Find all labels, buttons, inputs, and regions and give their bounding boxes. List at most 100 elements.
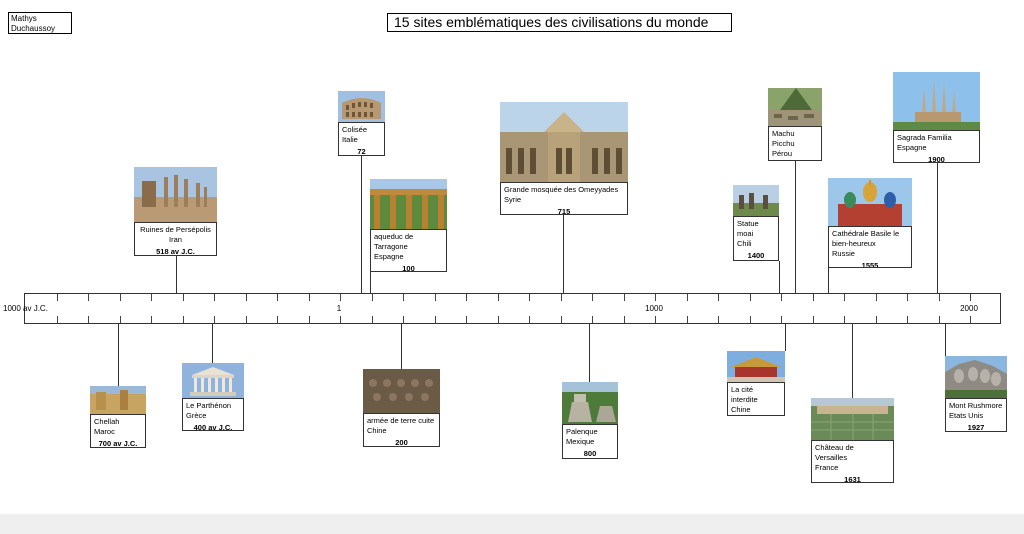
axis-label-2000: 2000 [960,304,978,313]
versailles-date: 1631 [844,475,861,483]
persepolis-label: Ruines de Persépolis Iran [140,225,211,244]
timeline-axis: 1000 av J.C. 1 1000 2000 [3,293,1001,324]
axis-tick [939,294,940,301]
terracotta-label: armée de terre cuite Chine [367,416,435,435]
card-sagrada: Sagrada Familia Espagne 1900 [893,130,980,163]
author-box: Mathys Duchaussoy [8,12,72,34]
axis-tick [655,316,656,323]
stem-omeyyades [563,215,564,293]
axis-tick [183,316,184,323]
sagrada-label: Sagrada Familia Espagne [897,133,952,152]
colisee-date: 72 [357,147,366,156]
axis-tick [466,316,467,323]
axis-tick [183,294,184,301]
chellah-date: 700 av J.C. [98,439,138,448]
stem-machupicchu [795,161,796,293]
axis-tick [214,316,215,323]
card-persepolis: Ruines de Persépolis Iran 518 av J.C. [134,222,217,256]
axis-tick [498,316,499,323]
window-bottom-bar [0,514,1024,534]
axis-tick [907,294,908,301]
axis-tick [151,316,152,323]
axis-tick [435,294,436,301]
axis-label-1000bc: 1000 av J.C. [3,304,48,313]
card-chellah: Chellah Maroc 700 av J.C. [90,414,146,448]
axis-tick [876,294,877,301]
axis-tick [624,294,625,301]
axis-tick [246,316,247,323]
axis-tick [57,294,58,301]
card-citeinterdite: La cité interdite Chine 1420 [727,382,785,416]
moai-date: 1400 [747,251,765,260]
stem-moai [779,261,780,293]
stem-palenque [589,324,590,382]
axis-tick [403,316,404,323]
card-parthenon: Le Parthénon Grèce 400 av J.C. [182,398,244,431]
rushmore-photo [945,356,1007,398]
persepolis-date: 518 av J.C. [156,247,195,256]
moai-label: Statue moai Chili [737,219,759,248]
axis-tick [592,316,593,323]
axis-tick [718,294,719,301]
axis-tick [340,316,341,323]
page-title: 15 sites emblématiques des civilisations… [387,13,732,32]
axis-tick [88,316,89,323]
card-omeyyades: Grande mosquée des Omeyyades Syrie 715 [500,182,628,215]
stem-basile [828,268,829,293]
card-tarragone: aqueduc de Tarragone Espagne 100 [370,229,447,272]
axis-tick [876,316,877,323]
axis-tick [309,294,310,301]
stem-terracotta [401,324,402,369]
stem-persepolis [176,256,177,293]
axis-tick [120,316,121,323]
card-palenque: Palenque Mexique 800 [562,424,618,459]
card-terracotta: armée de terre cuite Chine 200 [363,413,440,447]
card-moai: Statue moai Chili 1400 [733,216,779,261]
sagrada-photo [893,72,980,130]
basile-photo [828,178,912,226]
axis-tick [781,294,782,301]
chellah-label: Chellah Maroc [94,417,120,436]
axis-tick [309,316,310,323]
axis-tick [718,316,719,323]
stem-citeinterdite [785,324,786,351]
rushmore-label: Mont Rushmore Etats Unis [949,401,1003,420]
card-versailles: Château de Versailles France 1631 [811,440,894,483]
palenque-date: 800 [583,449,597,458]
axis-tick [498,294,499,301]
axis-tick [561,316,562,323]
omeyyades-date: 715 [557,207,571,215]
axis-tick [561,294,562,301]
axis-tick [466,294,467,301]
basile-label: Cathédrale Basile le bien-heureux Russie [832,229,900,258]
citeinterdite-photo [727,351,785,382]
axis-tick [844,316,845,323]
stem-rushmore [945,324,946,356]
parthenon-date: 400 av J.C. [193,423,233,431]
moai-photo [733,185,779,216]
axis-tick [813,294,814,301]
versailles-photo [811,398,894,440]
stem-sagrada [937,163,938,293]
stem-parthenon [212,324,213,363]
card-colisee: Colisée Italie 72 [338,122,385,156]
axis-tick [624,316,625,323]
colisee-photo [338,91,385,122]
omeyyades-photo [500,102,628,182]
axis-tick [592,294,593,301]
axis-tick [214,294,215,301]
tarragone-date: 100 [402,264,415,272]
axis-tick [970,316,971,323]
axis-tick [687,316,688,323]
parthenon-photo [182,363,244,398]
parthenon-label: Le Parthénon Grèce [186,401,232,420]
tarragone-photo [370,179,447,229]
stem-chellah [118,324,119,386]
machupicchu-photo [768,88,822,126]
palenque-photo [562,382,618,424]
omeyyades-label: Grande mosquée des Omeyyades Syrie [504,185,619,204]
chellah-photo [90,386,146,414]
axis-tick [529,294,530,301]
axis-tick [813,316,814,323]
axis-tick [970,294,971,301]
